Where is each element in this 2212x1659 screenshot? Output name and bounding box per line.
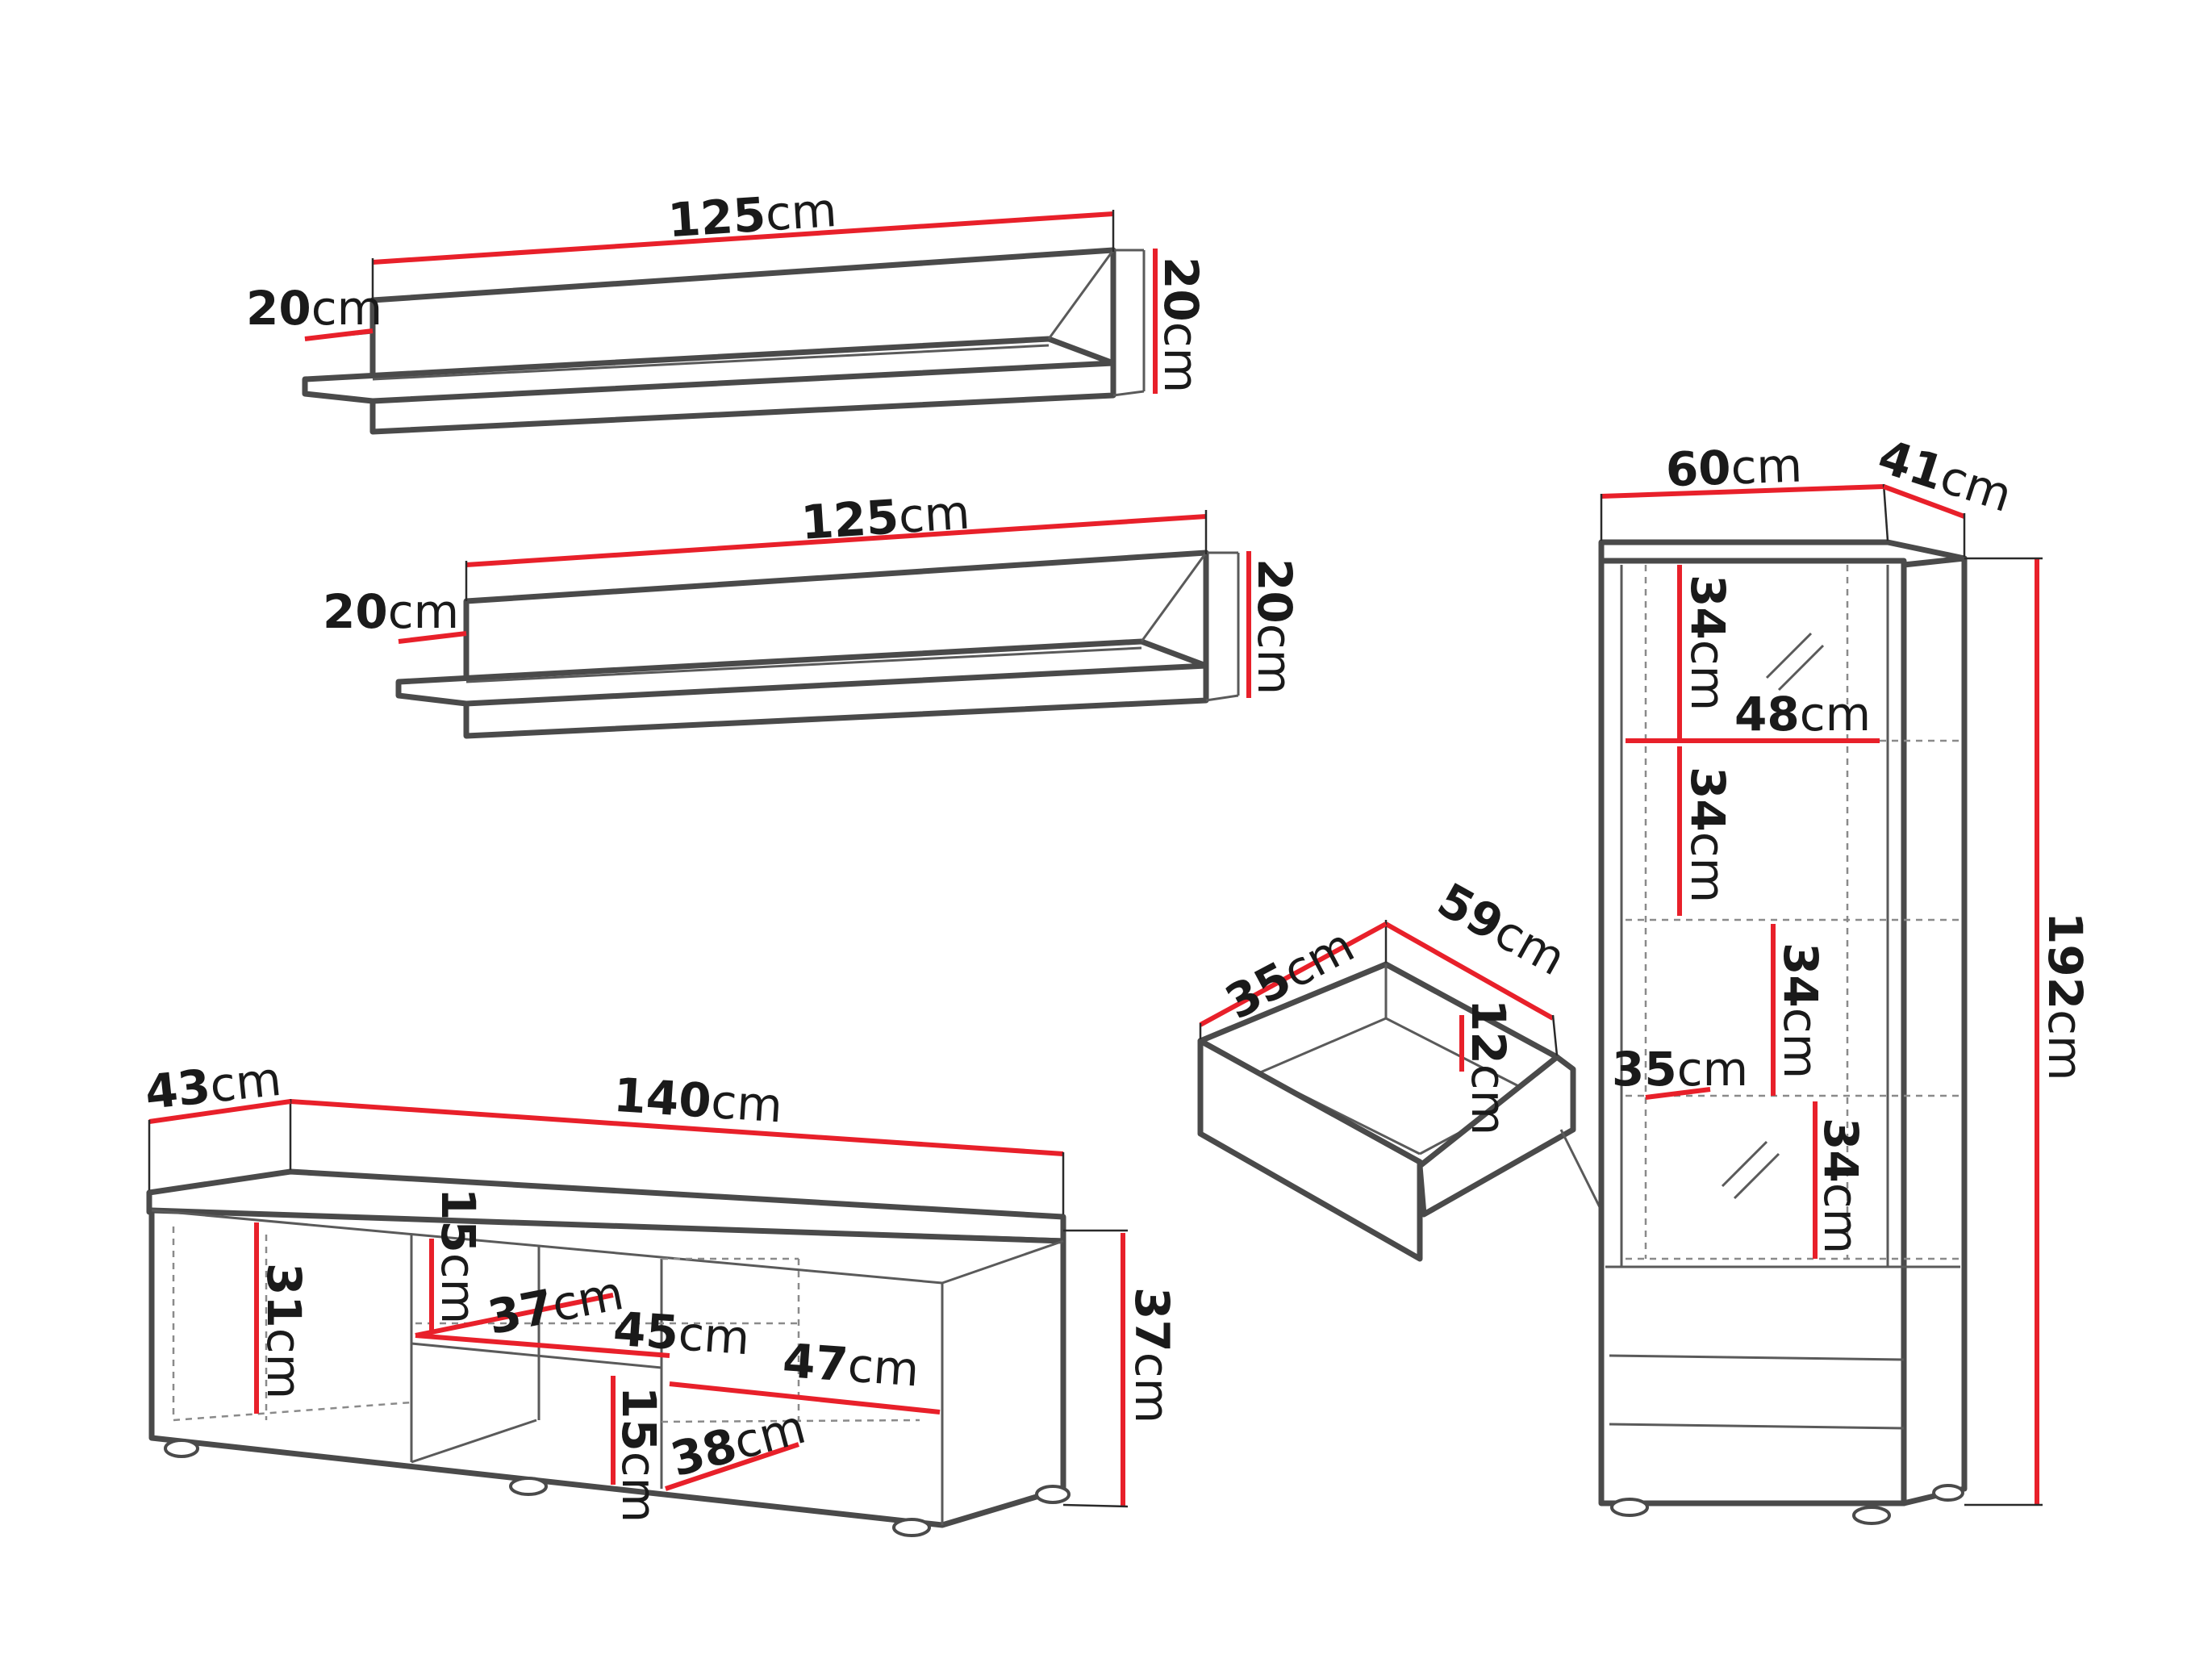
cabinet-inner-depth-label: 35cm: [1612, 1042, 1748, 1097]
shelf1-width-dimension: [372, 211, 1114, 265]
wall-shelf-bottom: [395, 510, 1251, 739]
cabinet-depth-dimension: [1882, 484, 1966, 519]
shelf2-depth-label: 20cm: [323, 584, 459, 639]
cabinet-shelf-gap-3-label: 34cm: [1773, 942, 1828, 1079]
shelf2-width-label: 125cm: [799, 485, 971, 550]
cabinet-shelf-gap-1-label: 34cm: [1680, 575, 1735, 711]
cabinet-inner-depth-dimension: [1645, 1087, 1711, 1100]
shelf1-depth-dimension: [304, 328, 374, 341]
shelf2-width-dimension: [465, 514, 1207, 567]
tv-side-height-label: 31cm: [257, 1263, 311, 1399]
cabinet-shelf-gap-2-label: 34cm: [1680, 767, 1735, 903]
tv-width-label: 140cm: [612, 1068, 785, 1134]
cabinet-shelf-gap-4-label: 34cm: [1813, 1118, 1868, 1254]
cabinet-width-label: 60cm: [1665, 437, 1803, 497]
drawer-width-label: 59cm: [1429, 872, 1575, 986]
tv-shelf-depth-label: 37cm: [483, 1265, 628, 1345]
tv-bottom-depth-dimension: [665, 1442, 799, 1491]
shelf1-width-label: 125cm: [666, 182, 838, 248]
tv-shelf-depth-dimension: [415, 1293, 614, 1338]
wall-shelf-top: [302, 210, 1158, 435]
tv-shelf-width-dimension: [415, 1333, 670, 1358]
tv-shelf-width-label: 45cm: [611, 1302, 751, 1366]
drawer-depth-dimension: [1199, 921, 1388, 1027]
cabinet-height-label: 192cm: [2038, 912, 2093, 1080]
tv-upper-opening-label: 15cm: [431, 1188, 486, 1324]
tv-depth-label: 43cm: [143, 1051, 284, 1120]
tv-bottom-width-dimension: [669, 1381, 941, 1415]
shelf1-depth-label: 20cm: [246, 281, 382, 336]
cabinet-inner-width-label: 48cm: [1734, 687, 1871, 742]
tv-bottom-width-label: 47cm: [781, 1333, 920, 1398]
tv-height-label: 37cm: [1125, 1287, 1179, 1423]
tv-lower-opening-label: 15cm: [611, 1386, 666, 1523]
drawer-height-label: 12cm: [1461, 999, 1516, 1135]
cabinet-width-dimension: [1601, 484, 1884, 499]
shelf1-height-label: 20cm: [1154, 257, 1208, 393]
display-cabinet: [1598, 483, 2043, 1525]
shelf2-height-label: 20cm: [1247, 558, 1302, 695]
tv-depth-dimension: [148, 1099, 291, 1124]
drawer-width-dimension: [1384, 921, 1555, 1021]
tv-stand: [146, 1099, 1129, 1537]
shelf2-depth-dimension: [398, 631, 467, 644]
drawer: [1197, 920, 1663, 1332]
tv-width-dimension: [290, 1099, 1064, 1156]
